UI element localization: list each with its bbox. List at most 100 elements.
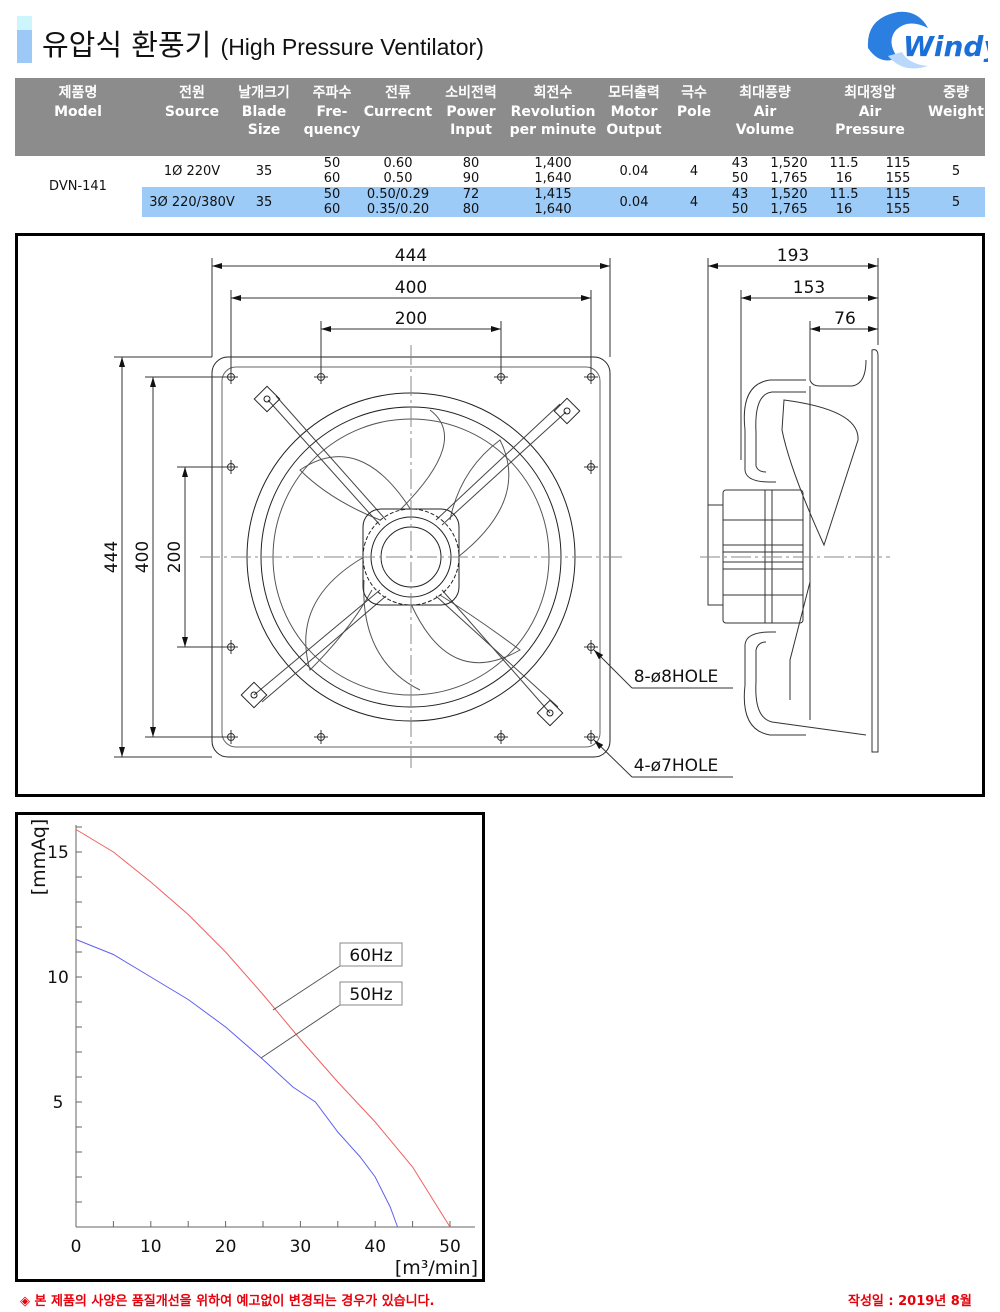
page-title: 유압식 환풍기 (High Pressure Ventilator)	[42, 22, 484, 64]
front-frame-inner	[221, 366, 601, 748]
motor-cell: 0.04	[619, 164, 649, 179]
windy-logo: Windy	[867, 11, 988, 69]
hole-label-8: 8-ø8HOLE	[634, 667, 719, 687]
column-header-ko: 주파수	[312, 85, 352, 101]
legend-callout-60Hz: 60Hz	[272, 942, 403, 1011]
column-header-ko: 최대풍량	[739, 85, 791, 101]
column-header-en: Output	[606, 122, 662, 138]
side-motor-cap	[707, 504, 724, 606]
document-date: 작성일 : 2019년 8월	[848, 1294, 972, 1309]
column-header-en: Size	[247, 122, 281, 138]
svg-text:Windy: Windy	[903, 30, 988, 63]
power-cell: 80	[462, 202, 480, 217]
column-header-en: quency	[303, 122, 361, 138]
column-header-ko: 회전수	[533, 85, 573, 101]
cmm-cell: 43	[731, 187, 749, 202]
column-header-ko: 날개크기	[238, 85, 290, 101]
x-tick-label: 20	[215, 1237, 237, 1257]
column-header-en: Input	[450, 122, 492, 138]
cfm-cell: 1,520	[770, 187, 808, 202]
x-tick-label: 40	[364, 1237, 386, 1257]
source-cell: 1Ø 220V	[163, 164, 221, 179]
dimension-drawing-frame	[15, 233, 985, 797]
y-axis-label: [mmAq]	[28, 819, 50, 896]
current-cell: 0.50/0.29	[366, 187, 430, 202]
mounting-hole	[224, 460, 238, 474]
power-cell: 90	[462, 171, 480, 186]
disclaimer-note: ◈ 본 제품의 사양은 품질개선을 위하여 예고없이 변경되는 경우가 있습니다…	[20, 1294, 435, 1309]
hole-leader-lines	[593, 649, 733, 778]
mounting-hole	[584, 460, 598, 474]
column-header-en: Currecnt	[363, 104, 433, 120]
front-dimension-lines	[114, 258, 611, 758]
freq-cell: 50	[323, 156, 341, 171]
blade-cell: 35	[255, 164, 273, 179]
cmm-cell: 50	[731, 202, 749, 217]
rpm-cell: 1,640	[534, 171, 572, 186]
pa-cell: 115	[885, 187, 911, 202]
spec-table-header	[15, 78, 985, 156]
cmm-cell: 43	[731, 156, 749, 171]
strut-mounts	[240, 385, 581, 727]
dim-height-200: 200	[165, 541, 185, 573]
column-unit: (CMM) (CFM)	[729, 0, 801, 13]
x-axis-label: [m³/min]	[395, 1257, 478, 1279]
column-header-ko: 최대정압	[844, 85, 896, 101]
dim-depth-76: 76	[834, 309, 856, 329]
fan-blades	[299, 409, 521, 691]
dim-width-200: 200	[395, 309, 427, 329]
side-blade	[781, 399, 859, 547]
dimension-drawing: 444 400 200 444 400 200 193 153 76 8-ø8H…	[102, 246, 890, 778]
mounting-hole	[494, 370, 508, 384]
mounting-hole	[314, 370, 328, 384]
cmm-cell: 50	[731, 171, 749, 186]
weight-cell: 5	[951, 164, 961, 179]
mounting-hole	[494, 730, 508, 744]
column-unit: (V)	[183, 0, 201, 13]
mmaq-cell: 11.5	[829, 187, 859, 202]
column-header-en: per minute	[509, 122, 597, 138]
column-unit: (W)	[461, 0, 481, 13]
current-cell: 0.50	[383, 171, 413, 186]
column-unit: (RPM)	[536, 0, 570, 13]
x-tick-label: 10	[140, 1237, 162, 1257]
blade-cell: 35	[255, 195, 273, 210]
pa-cell: 155	[885, 202, 911, 217]
column-unit: (cm)	[251, 0, 277, 13]
weight-cell: 5	[951, 195, 961, 210]
column-unit: (kg)	[945, 0, 967, 13]
x-tick-label: 30	[290, 1237, 312, 1257]
y-tick-label: 10	[47, 968, 69, 988]
x-tick-label: 0	[71, 1237, 82, 1257]
mounting-hole	[224, 370, 238, 384]
rpm-cell: 1,400	[534, 156, 572, 171]
dim-height-444: 444	[102, 541, 122, 573]
rpm-cell: 1,640	[534, 202, 572, 217]
side-view	[700, 258, 890, 753]
column-header-ko: 전원	[179, 85, 205, 101]
column-unit: (P)	[686, 0, 702, 13]
column-header-ko: 제품명	[58, 85, 98, 101]
column-header-en: Pole	[676, 104, 712, 120]
mounting-hole	[314, 730, 328, 744]
cfm-cell: 1,765	[770, 171, 808, 186]
current-cell: 0.35/0.20	[366, 202, 430, 217]
pole-cell: 4	[689, 195, 699, 210]
column-header-ko: 극수	[681, 85, 707, 101]
freq-cell: 60	[323, 171, 341, 186]
column-unit: (KW)	[620, 0, 648, 13]
column-header-en: Pressure	[835, 122, 905, 138]
y-tick-label: 15	[47, 843, 69, 863]
column-header-en: Model	[54, 104, 102, 120]
mmaq-cell: 16	[835, 171, 853, 186]
rpm-cell: 1,415	[534, 187, 572, 202]
mounting-hole	[584, 370, 598, 384]
column-header-en: Revolution	[510, 104, 596, 120]
column-header-en: Fre-	[316, 104, 348, 120]
power-cell: 72	[462, 187, 480, 202]
mmaq-cell: 11.5	[829, 156, 859, 171]
legend-label: 50Hz	[349, 985, 392, 1005]
side-flange	[871, 349, 879, 753]
column-header-en: Air	[753, 104, 777, 120]
model-cell: DVN-141	[49, 179, 107, 194]
